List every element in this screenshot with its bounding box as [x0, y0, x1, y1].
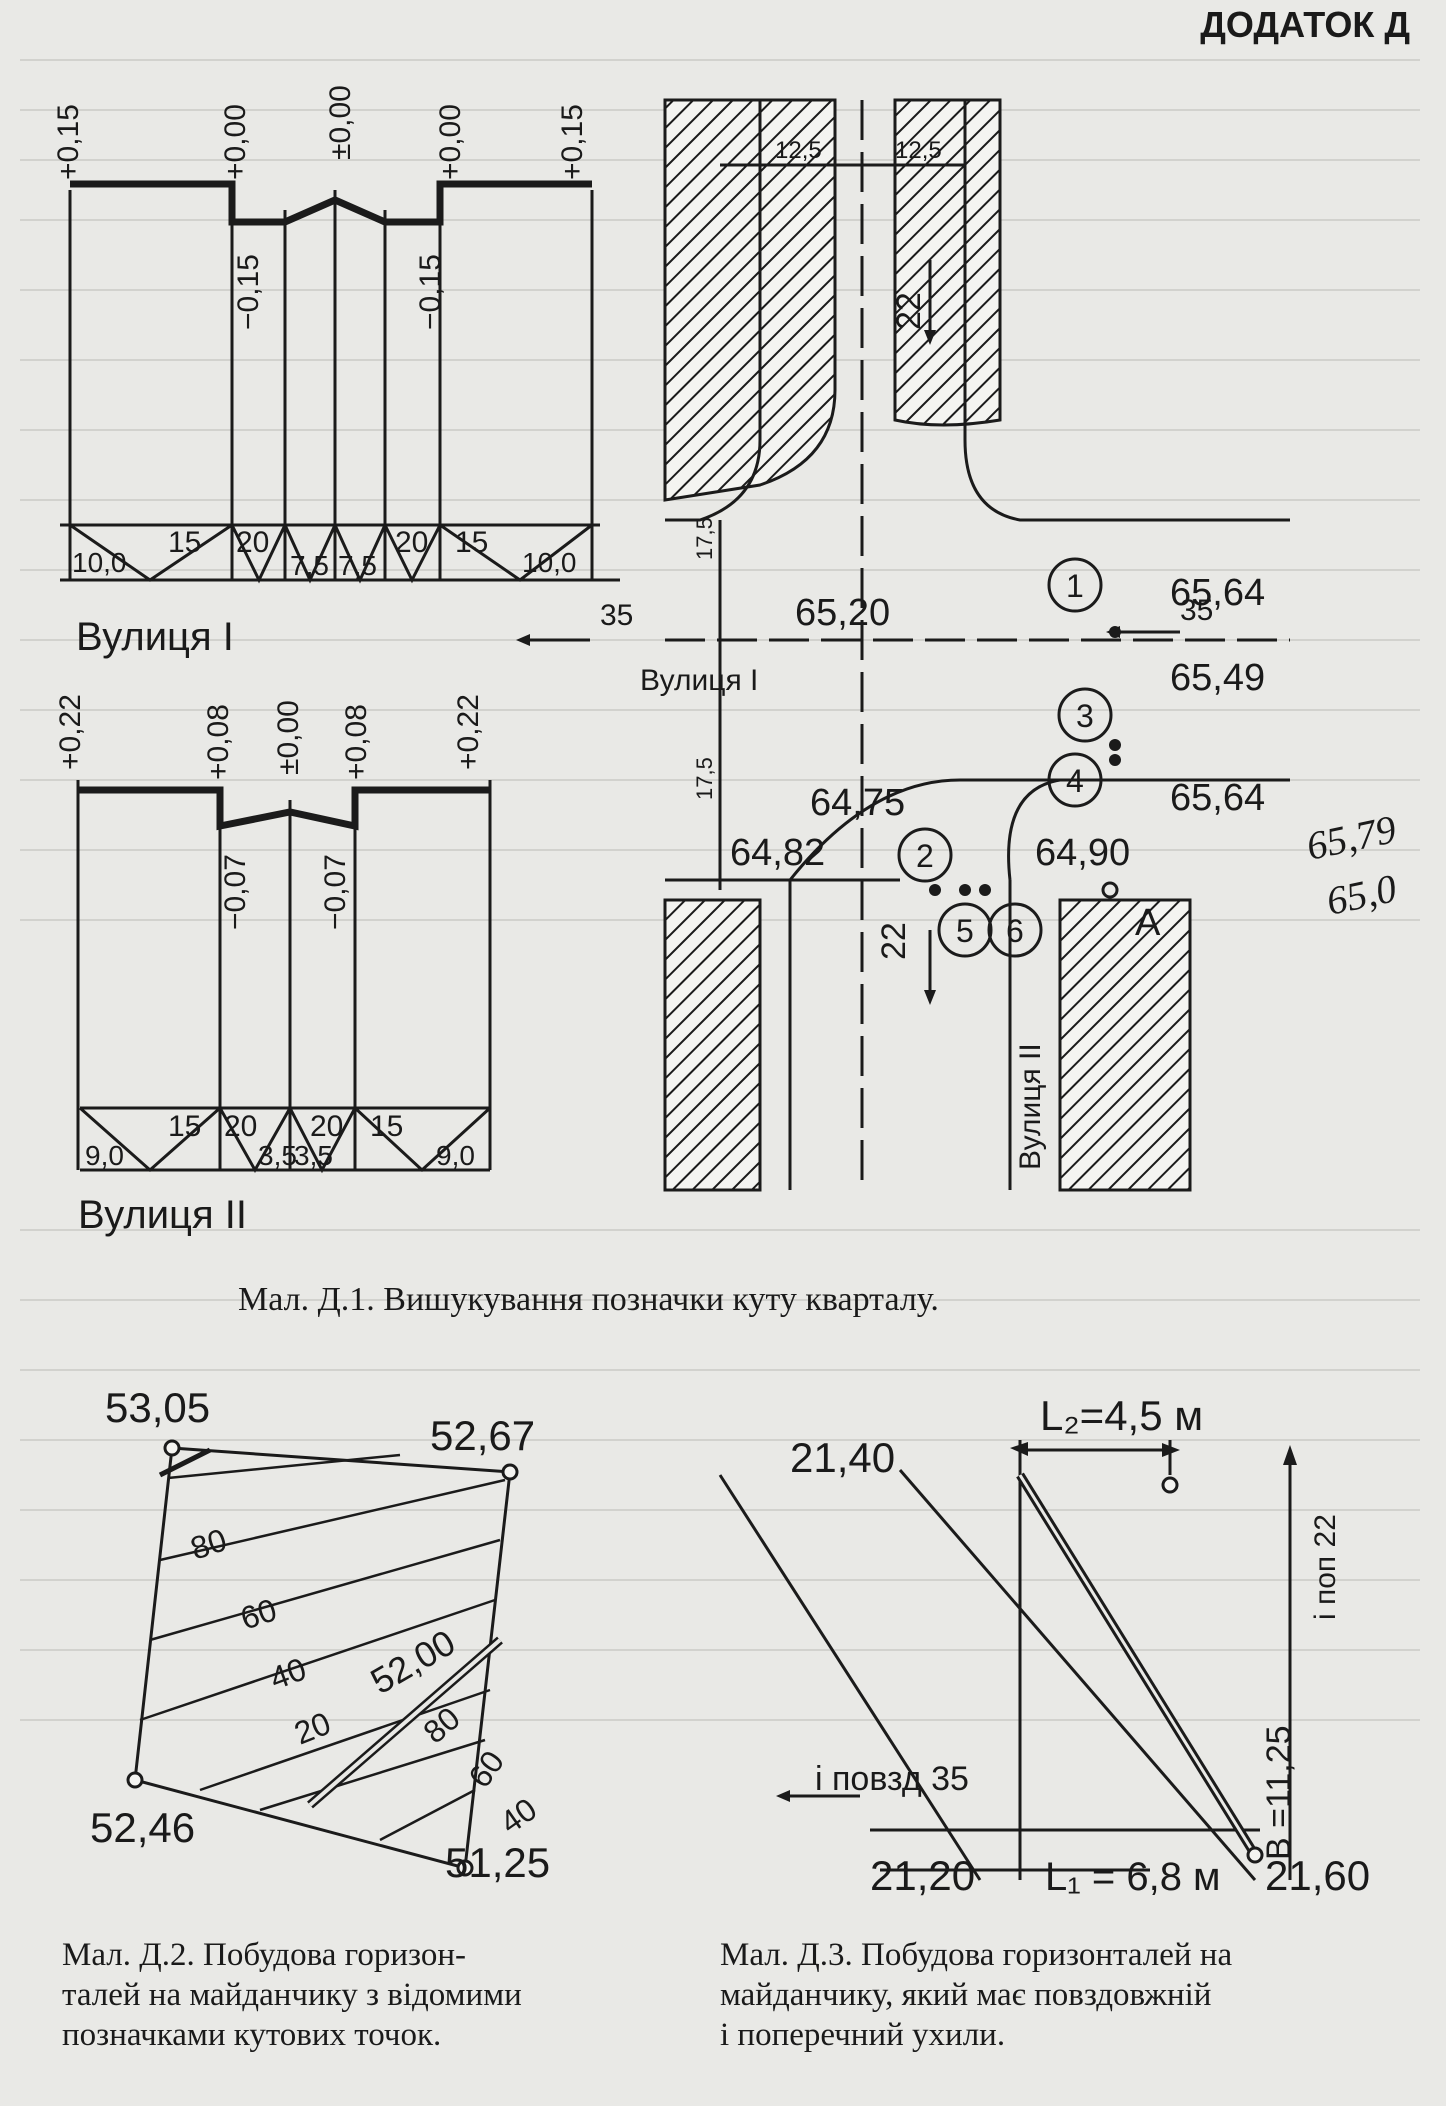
- point-1: 1: [1047, 557, 1103, 613]
- elevation: 65,64: [1170, 777, 1265, 819]
- width-dim: 12,5: [775, 137, 822, 164]
- slope-label: 22: [890, 292, 928, 330]
- mark: −0,07: [319, 854, 352, 930]
- slope-label: 22: [875, 922, 913, 960]
- fig3-caption: Мал. Д.3. Побудова горизонталей на майда…: [720, 1935, 1420, 2055]
- svg-text:4: 4: [1066, 763, 1084, 799]
- cross-section-street-2: +0,22 +0,08 ±0,00 +0,08 +0,22 −0,07 −0,0…: [54, 694, 492, 1237]
- dim: 7,5: [290, 550, 329, 581]
- dim: 20: [236, 526, 269, 559]
- contour-label: 60: [461, 1744, 511, 1794]
- mark: +0,00: [219, 104, 252, 180]
- dim: 15: [370, 1110, 403, 1143]
- point-4: 4: [1047, 752, 1103, 808]
- mark: +0,08: [340, 704, 373, 780]
- mark: +0,22: [54, 694, 87, 770]
- width-dim: 17,5: [692, 757, 717, 800]
- mark: −0,15: [232, 254, 265, 330]
- dim: 3,5: [294, 1140, 333, 1171]
- corner-elevation: 52,46: [90, 1804, 195, 1851]
- elevation: 64,82: [730, 832, 825, 874]
- dim: 15: [455, 526, 488, 559]
- dim: 20: [395, 526, 428, 559]
- fig3-slope-diagram: L₂=4,5 м 21,40 21,20 21,60 L₁ = 6,8 м i …: [718, 1392, 1370, 1899]
- street1-label: Вулиця I: [640, 664, 758, 697]
- mark: +0,00: [434, 104, 467, 180]
- slope-long-label: i повзд 35: [815, 1760, 969, 1798]
- mark: −0,07: [219, 854, 252, 930]
- dim: 3,5: [258, 1140, 297, 1171]
- caption-line: і поперечний ухили.: [720, 2017, 1006, 2053]
- point-2: 2: [897, 827, 953, 883]
- corner-elevation: 52,67: [430, 1412, 535, 1459]
- slope-label: 35: [600, 599, 633, 632]
- point-6: 6: [987, 902, 1043, 958]
- elevation: 21,60: [1265, 1852, 1370, 1899]
- dim: 7,5: [338, 550, 377, 581]
- svg-text:2: 2: [916, 838, 934, 874]
- svg-text:1: 1: [1066, 568, 1084, 604]
- dim: 10,0: [522, 547, 577, 578]
- svg-text:5: 5: [956, 913, 974, 949]
- elevation: 65,20: [795, 592, 890, 634]
- svg-text:6: 6: [1006, 913, 1024, 949]
- contour-label: 80: [186, 1521, 231, 1566]
- street-label: Вулиця II: [78, 1193, 247, 1237]
- elevation: 64,75: [810, 782, 905, 824]
- intersection-plan: 12,5 12,5 17,5 17,5 22 35 35 22 Вулиця I…: [516, 98, 1401, 1192]
- dim: 15: [168, 526, 201, 559]
- mark: +0,22: [452, 694, 485, 770]
- elevation: 21,40: [790, 1434, 895, 1481]
- caption-line: Мал. Д.2. Побудова горизон-: [62, 1937, 466, 1973]
- mark: ±0,00: [324, 85, 357, 160]
- contour-label: 60: [236, 1591, 281, 1636]
- corner-elevation: 53,05: [105, 1384, 210, 1431]
- fig2-caption: Мал. Д.2. Побудова горизон- талей на май…: [62, 1935, 702, 2055]
- cross-section-street-1: +0,15 +0,00 ±0,00 +0,00 +0,15 −0,15 −0,1…: [52, 85, 620, 659]
- fig2-contour-diagram: 53,05 52,67 52,46 51,25 80 60 40 20 52,0…: [90, 1384, 550, 1886]
- caption-line: Мал. Д.3. Побудова горизонталей на: [720, 1937, 1233, 1973]
- dim: 20: [224, 1110, 257, 1143]
- handwritten-note: 65,0: [1323, 865, 1401, 924]
- mark: +0,15: [52, 104, 85, 180]
- fig1-caption: Мал. Д.1. Вишукування позначки куту квар…: [238, 1281, 939, 1318]
- mark: −0,15: [414, 254, 447, 330]
- width-dim: 17,5: [692, 517, 717, 560]
- dim: 20: [310, 1110, 343, 1143]
- elevation: 65,49: [1170, 657, 1265, 699]
- point-3: 3: [1057, 687, 1113, 743]
- contour-label: 40: [265, 1651, 311, 1697]
- caption-line: позначками кутових точок.: [62, 2017, 442, 2053]
- street-label: Вулиця I: [76, 615, 234, 659]
- elevation: 65,64: [1170, 572, 1265, 614]
- slope-label: 35: [1180, 594, 1213, 627]
- l1-label: L₁ = 6,8 м: [1045, 1855, 1221, 1899]
- street2-label: Вулиця II: [1014, 1043, 1047, 1170]
- dim: 9,0: [436, 1140, 475, 1171]
- point-5: 5: [937, 902, 993, 958]
- dim: 9,0: [85, 1140, 124, 1171]
- contour-label: 40: [493, 1791, 543, 1841]
- mark: +0,08: [202, 704, 235, 780]
- svg-text:3: 3: [1076, 698, 1094, 734]
- appendix-header: ДОДАТОК Д: [1200, 4, 1410, 45]
- mark: ±0,00: [272, 700, 305, 775]
- elevation: 21,20: [870, 1852, 975, 1899]
- mark: +0,15: [556, 104, 589, 180]
- width-dim: 12,5: [895, 137, 942, 164]
- caption-line: талей на майданчику з відомими: [62, 1977, 522, 2013]
- slope-cross-label: i поп 22: [1309, 1514, 1342, 1620]
- l2-label: L₂=4,5 м: [1040, 1392, 1203, 1439]
- point-a: А: [1135, 902, 1161, 944]
- handwritten-note: 65,79: [1303, 806, 1400, 869]
- elevation: 64,90: [1035, 832, 1130, 874]
- caption-line: майданчику, який має повздовжній: [720, 1977, 1212, 2013]
- dim: 15: [168, 1110, 201, 1143]
- corner-elevation: 51,25: [445, 1839, 550, 1886]
- b-label: B =11,25: [1260, 1725, 1298, 1860]
- dim: 10,0: [72, 547, 127, 578]
